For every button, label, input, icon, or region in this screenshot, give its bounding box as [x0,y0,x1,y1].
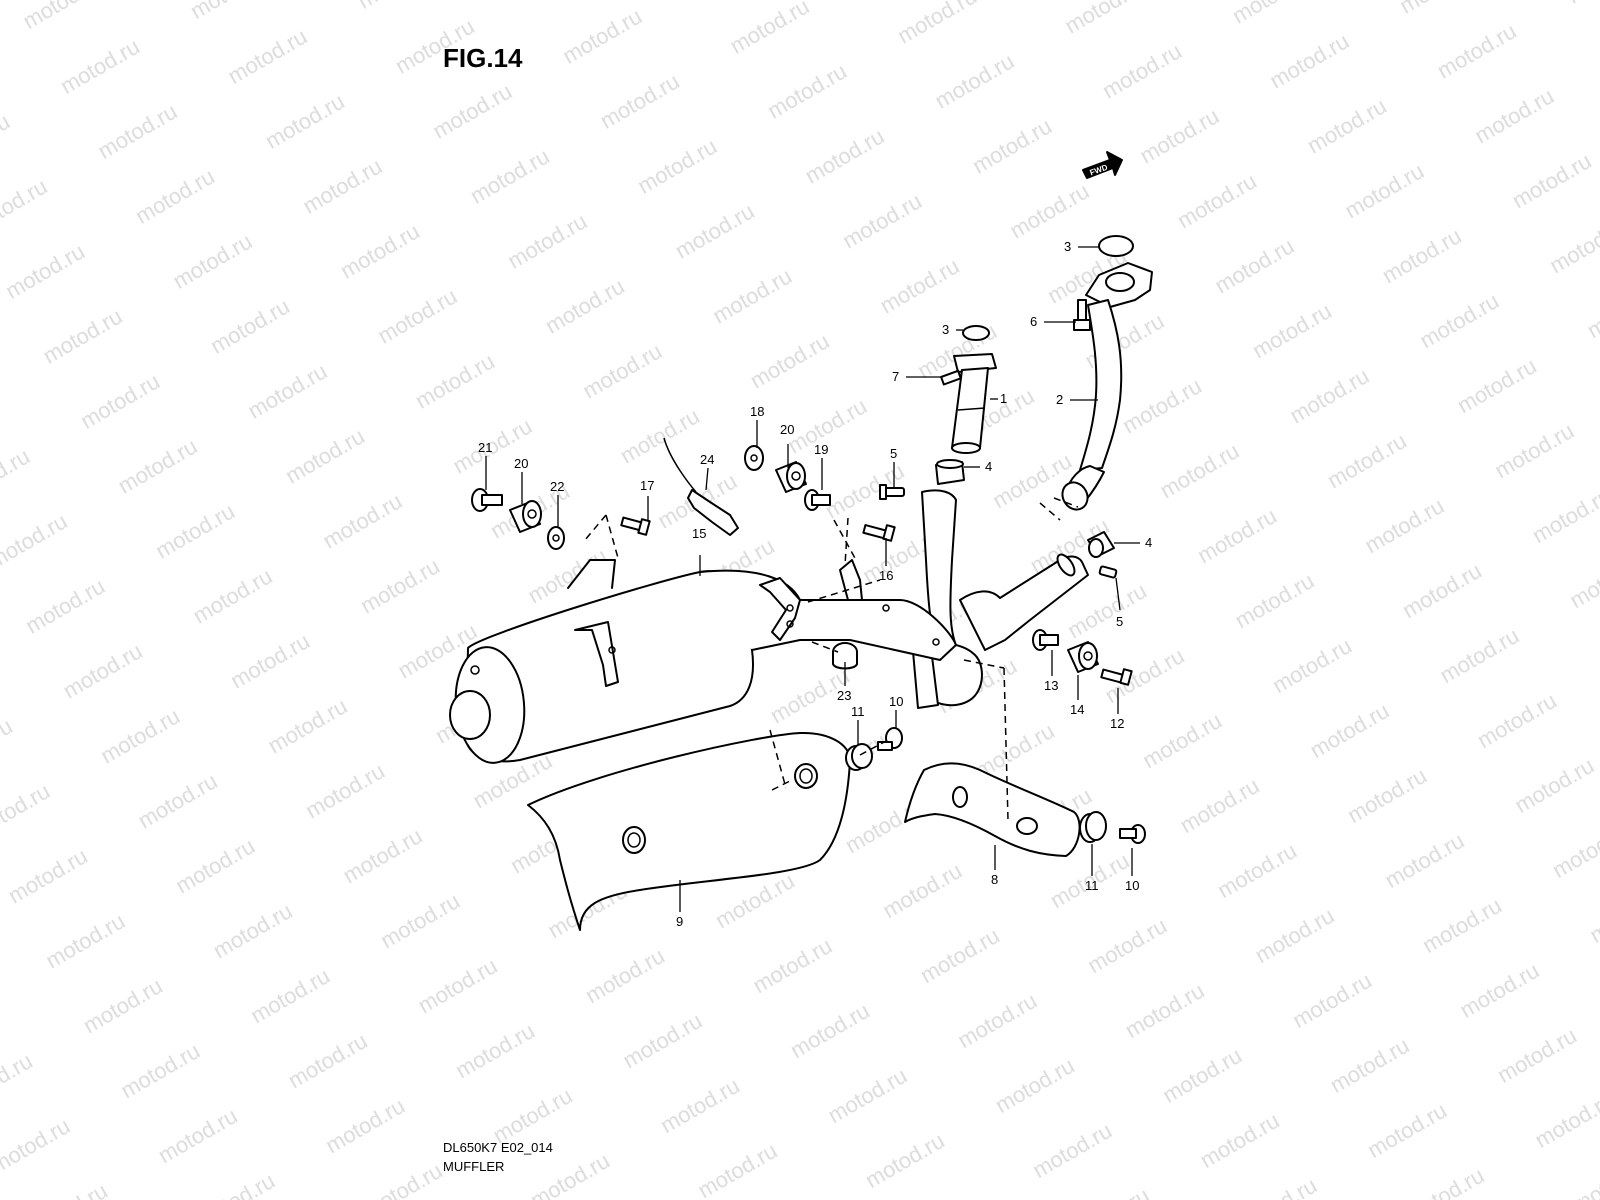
bolt-5-right [1098,565,1118,579]
bolt-7 [940,369,962,386]
bolt-5-left [879,484,905,500]
callout-15: 15 [692,526,706,541]
callout-17: 17 [640,478,654,493]
callout-1: 1 [1000,391,1007,406]
grommet-11-right [1079,811,1107,843]
bolt-12 [1100,668,1133,686]
callout-3-right: 3 [1064,239,1071,254]
diagram-code: DL650K7 E02_014 [443,1140,553,1155]
callout-19: 19 [814,442,828,457]
grommet-11-left [845,743,873,771]
muffler-15 [449,559,957,764]
collar-13 [1032,629,1059,651]
callout-2: 2 [1056,392,1063,407]
figure-title: FIG.14 [443,43,523,73]
oxygen-sensor-24 [663,437,739,536]
callout-11-right: 11 [1085,878,1099,893]
grommet-14 [1067,641,1099,673]
callout-3-middle: 3 [942,322,949,337]
bolt-10-left [877,727,903,751]
bolt-21 [471,488,503,512]
callout-11-left: 11 [851,704,865,719]
leader-lines [485,246,1140,912]
callout-6: 6 [1030,314,1037,329]
gasket-3-right [1098,235,1134,257]
callout-10-right: 10 [1125,878,1139,893]
callout-4-right: 4 [1145,535,1152,550]
callout-21: 21 [478,440,492,455]
callout-16: 16 [879,568,893,583]
callout-9: 9 [676,914,683,929]
callout-13: 13 [1044,678,1058,693]
exhaust-pipe-1 [951,353,997,454]
grommet-23 [832,642,858,670]
callout-18: 18 [750,404,764,419]
callout-24: 24 [700,452,714,467]
callout-4-upper: 4 [985,459,992,474]
callout-12: 12 [1110,716,1124,731]
assembly-dashed-lines [584,497,1079,821]
figure-caption: MUFFLER [443,1159,505,1174]
callout-14: 14 [1070,702,1084,717]
callout-20-left: 20 [514,456,528,471]
collar-19 [804,489,831,511]
callout-8: 8 [991,872,998,887]
connector-4-right [1087,531,1115,558]
callout-5-right: 5 [1116,614,1123,629]
bolt-17 [620,516,651,536]
callout-5-left: 5 [890,446,897,461]
callout-20-middle: 20 [780,422,794,437]
washer-22 [547,526,565,550]
gasket-3-middle [962,325,990,341]
grommet-20-middle [775,461,807,493]
callout-22: 22 [550,479,564,494]
callout-7: 7 [892,369,899,384]
callout-10-left: 10 [889,694,903,709]
heat-shield-9 [527,731,851,931]
bolt-6 [1073,299,1091,331]
connector-4-upper [935,459,965,485]
callout-23: 23 [837,688,851,703]
washer-18 [744,445,764,471]
heat-shield-8 [904,762,1081,857]
bolt-16 [862,524,896,542]
bolt-10-right [1119,824,1146,844]
grommet-20-left [509,500,542,533]
callout-labels: 1 2 3 3 4 4 5 5 6 7 8 9 10 10 11 11 12 1… [478,239,1152,929]
